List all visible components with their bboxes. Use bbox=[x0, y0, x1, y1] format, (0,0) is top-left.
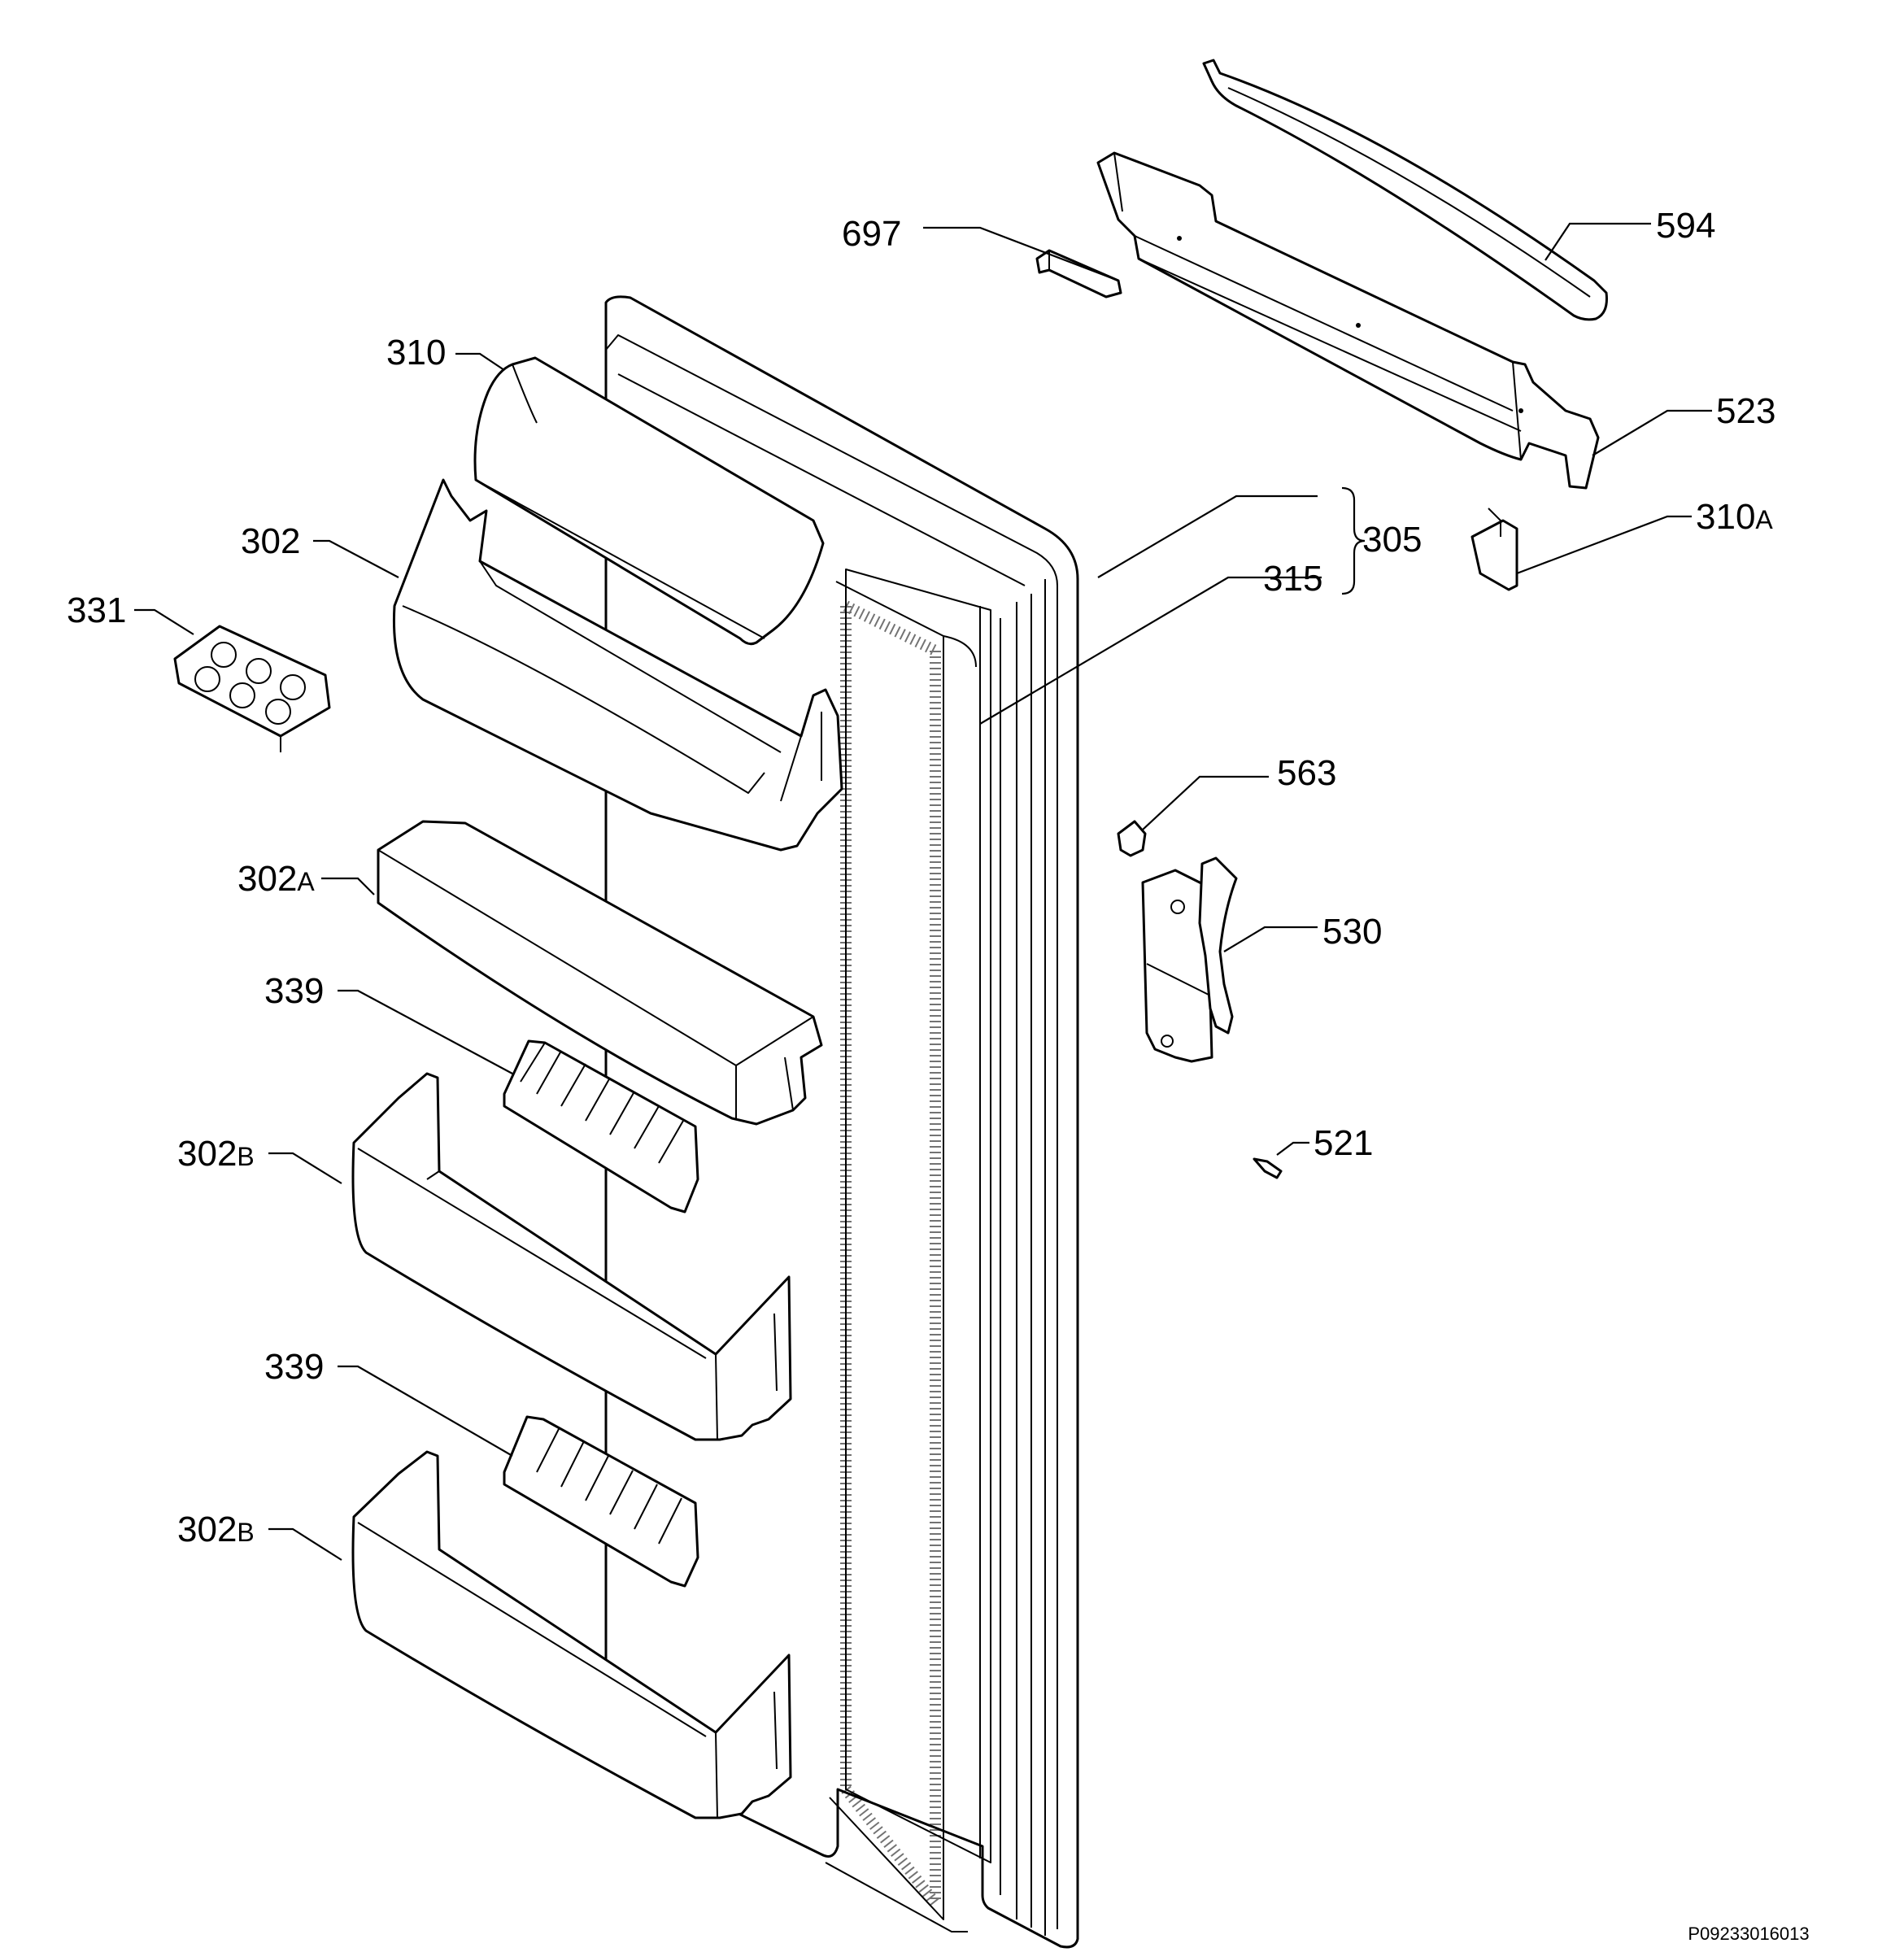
label-315: 315 bbox=[1263, 559, 1322, 599]
label-310a-number: 310 bbox=[1696, 497, 1755, 537]
part-339-retainer-top[interactable] bbox=[503, 1039, 699, 1213]
label-563: 563 bbox=[1277, 753, 1336, 793]
part-563-hinge-pin[interactable] bbox=[1117, 820, 1147, 857]
label-302a-number: 302 bbox=[237, 859, 297, 899]
label-339-bottom: 339 bbox=[264, 1347, 324, 1387]
part-302b-bin-top[interactable] bbox=[351, 1072, 792, 1441]
label-339-top: 339 bbox=[264, 971, 324, 1011]
reference-code: P09233016013 bbox=[1688, 1924, 1809, 1944]
part-331-egg-tray[interactable] bbox=[173, 625, 331, 752]
label-302b-top: 302B bbox=[177, 1134, 255, 1174]
label-310a-suffix: A bbox=[1755, 505, 1773, 534]
label-594: 594 bbox=[1656, 206, 1715, 246]
part-310-dairy-cover[interactable] bbox=[473, 356, 825, 646]
part-labels: 594 697 523 310 305 302 315 310A 331 563… bbox=[67, 206, 1810, 1944]
label-331: 331 bbox=[67, 590, 126, 630]
part-523-handle-strip[interactable] bbox=[1096, 151, 1600, 490]
label-310a: 310A bbox=[1696, 497, 1773, 537]
label-302b-bottom: 302B bbox=[177, 1510, 255, 1549]
label-302: 302 bbox=[241, 521, 300, 561]
label-302b-bottom-suffix: B bbox=[237, 1518, 254, 1547]
label-302b-top-suffix: B bbox=[237, 1142, 254, 1171]
part-310a-clip[interactable] bbox=[1470, 508, 1518, 591]
label-310: 310 bbox=[386, 333, 446, 373]
part-302a-bottle-shelf[interactable] bbox=[377, 820, 823, 1126]
label-302b-top-number: 302 bbox=[177, 1134, 237, 1174]
label-305: 305 bbox=[1362, 520, 1422, 560]
part-339-retainer-bottom[interactable] bbox=[503, 1415, 699, 1588]
part-530-handle[interactable] bbox=[1141, 856, 1238, 1063]
part-594-top-cover[interactable] bbox=[1202, 59, 1608, 321]
door-gasket[interactable] bbox=[825, 581, 977, 1932]
label-302b-bottom-number: 302 bbox=[177, 1510, 237, 1549]
label-523: 523 bbox=[1716, 391, 1775, 431]
part-302-door-shelf[interactable] bbox=[392, 478, 843, 852]
part-302b-bin-bottom[interactable] bbox=[351, 1450, 792, 1819]
leader-lines bbox=[134, 222, 1712, 1561]
part-697-clip[interactable] bbox=[1035, 249, 1122, 298]
part-521-screw[interactable] bbox=[1253, 1157, 1283, 1179]
label-302a: 302A bbox=[237, 859, 315, 899]
label-521: 521 bbox=[1314, 1123, 1373, 1163]
label-530: 530 bbox=[1322, 912, 1382, 952]
label-302a-suffix: A bbox=[297, 867, 315, 896]
label-697: 697 bbox=[842, 214, 901, 254]
